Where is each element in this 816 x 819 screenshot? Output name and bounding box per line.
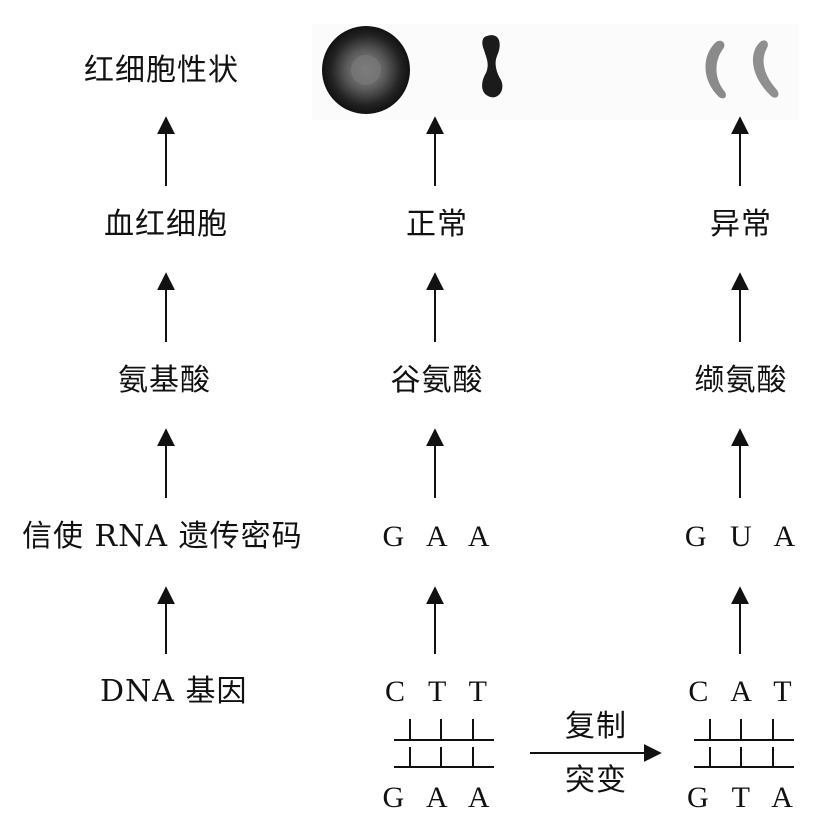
abnormal-dna-bottom-strand: G T A (687, 781, 801, 814)
row-label-mrna: 信使 RNA 遗传密码 (22, 519, 303, 554)
sickle-cell-left (705, 40, 726, 99)
normal-mrna-codon: G A A (382, 520, 498, 553)
mutation-label: 突变 (565, 763, 627, 798)
abnormal-dna-ladder (694, 719, 794, 768)
row-label-dna: DNA 基因 (100, 674, 248, 709)
abnormal-amino-label: 缬氨酸 (694, 363, 788, 398)
replication-label: 复制 (565, 709, 627, 744)
abnormal-mrna-codon: G U A (684, 520, 804, 553)
abnormal-cell-label: 异常 (710, 207, 772, 242)
normal-dna-top-strand: C T T (384, 675, 496, 708)
abnormal-dna-top-strand: C A T (688, 675, 800, 708)
row-label-amino: 氨基酸 (118, 363, 211, 398)
row-label-trait: 红细胞性状 (84, 53, 239, 88)
sickle-cell-right (752, 40, 779, 98)
normal-amino-label: 谷氨酸 (390, 363, 484, 398)
normal-red-cell-top-view (322, 26, 410, 114)
normal-dna-ladder (394, 719, 494, 768)
normal-cell-label: 正常 (406, 207, 468, 242)
row-label-cell: 血红细胞 (104, 207, 228, 242)
normal-red-cell-side-view (482, 35, 503, 98)
normal-dna-bottom-strand: G A A (382, 781, 498, 814)
